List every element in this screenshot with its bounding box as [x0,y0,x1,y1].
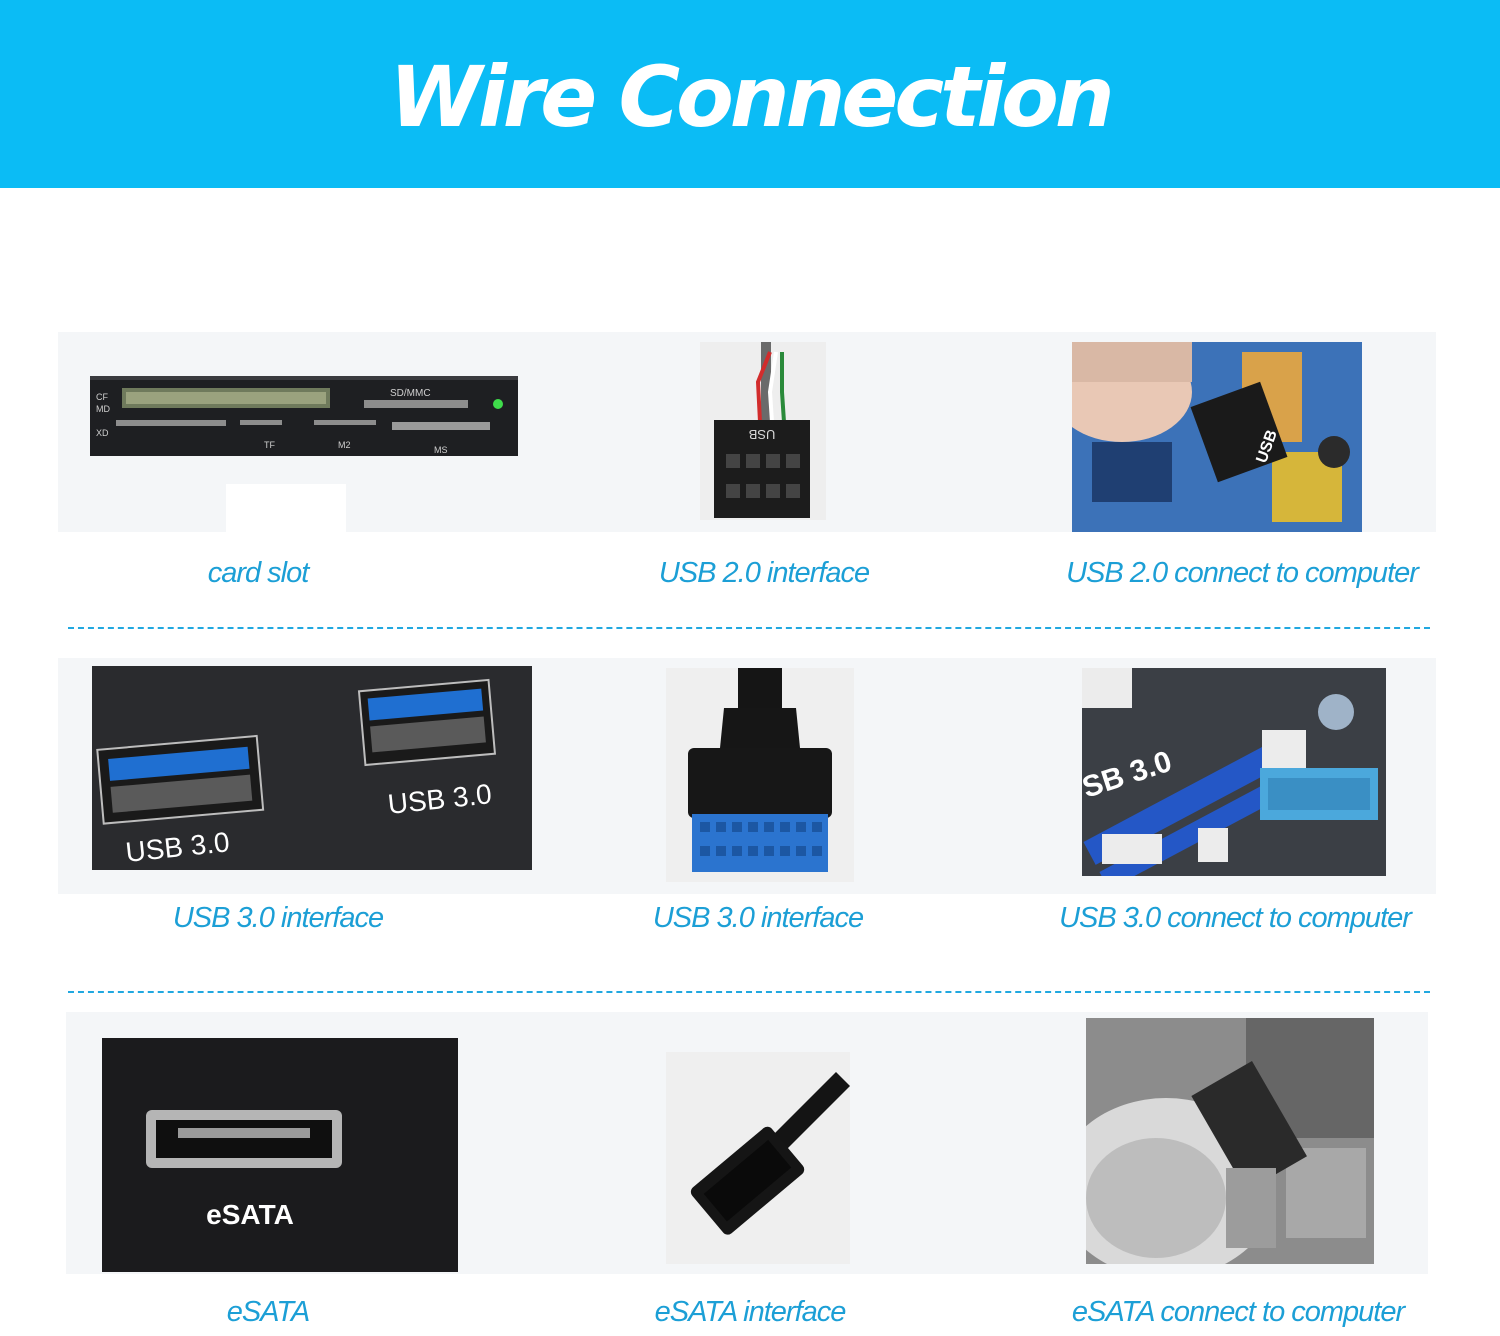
page-title: Wire Connection [389,48,1114,146]
esata-panel-label: eSATA [206,1199,294,1230]
caption-usb3-interface-1: USB 3.0 interface [172,902,384,934]
label-tf: TF [264,440,275,450]
label-ms: MS [434,445,448,455]
label-xd: XD [96,428,109,438]
usb2-connector-image: USB [700,342,826,520]
usb3-panel-image: USB 3.0 USB 3.0 [92,666,532,870]
esata-panel-image: eSATA [102,1038,458,1272]
esata-motherboard-image [1086,1018,1374,1264]
caption-usb2-connect: USB 2.0 connect to computer [1066,557,1419,589]
label-m2: M2 [338,440,351,450]
caption-usb2-interface: USB 2.0 interface [658,557,870,589]
caption-card-slot: card slot [207,557,310,589]
label-sdmmc: SD/MMC [390,388,431,399]
esata-cable-image [666,1052,850,1264]
divider-1 [68,627,1430,629]
caption-esata: eSATA [226,1296,311,1328]
connector-usb-label: USB [749,427,776,442]
header-banner: Wire Connection [0,0,1500,188]
caption-esata-interface: eSATA interface [654,1296,847,1328]
caption-usb3-connect: USB 3.0 connect to computer [1059,902,1412,934]
usb3-motherboard-image: SB 3.0 [1082,668,1386,876]
white-patch [226,484,346,532]
usb2-motherboard-image: USB [1072,342,1362,532]
label-cf: CF [96,392,108,402]
divider-2 [68,991,1430,993]
caption-esata-connect: eSATA connect to computer [1071,1296,1405,1328]
caption-usb3-interface-2: USB 3.0 interface [652,902,864,934]
label-md: MD [96,404,110,414]
card-reader-image: CF MD XD SD/MMC TF M2 MS [90,376,518,456]
usb3-connector-image [666,668,854,882]
